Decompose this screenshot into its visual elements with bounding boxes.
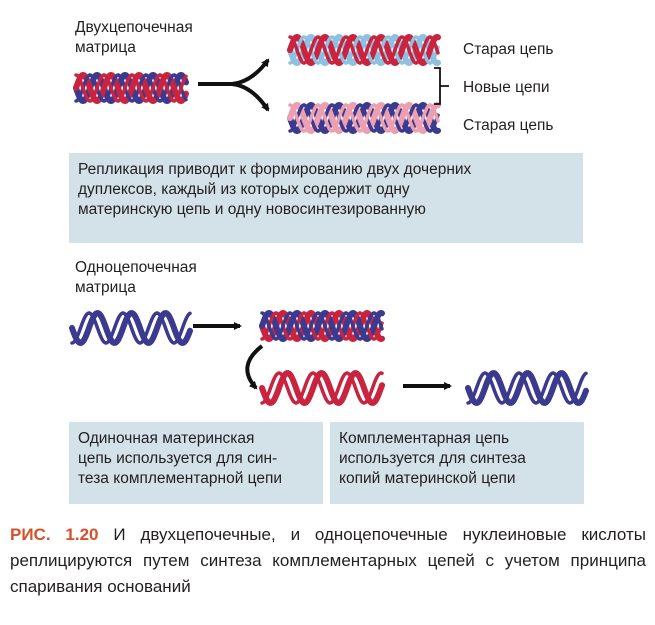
ss-duplex-helix-strand-b2 [260, 311, 384, 341]
old-strand-label-bottom: Старая цепь [463, 117, 554, 134]
new-strands-bracket [434, 67, 449, 105]
figure-caption: РИС. 1.20 И двухцепочечные, и одноцепоче… [10, 522, 646, 600]
caption-text: И двухцепочечные, и одноцепочечные нукле… [10, 525, 646, 596]
figure-number: РИС. 1.20 [10, 525, 99, 544]
replication-explanation-box: Репликация приводит к формированию двух … [69, 153, 583, 243]
complement-strand [259, 370, 385, 406]
ss-template-strand-shade [70, 311, 192, 345]
new-strands-label: Новые цепи [463, 79, 550, 96]
copy-strand [465, 370, 589, 406]
daughter-duplex-top-strand-a2 [288, 35, 440, 65]
copy-strand-shade [466, 371, 588, 405]
ds-to-complement-arrow [245, 344, 264, 390]
fork-down-arrow [231, 82, 270, 112]
fork-up-arrow [231, 58, 270, 86]
daughter-duplex-top-strand-b2 [288, 35, 440, 65]
ss-template-strand [69, 310, 193, 346]
old-strand-label-top: Старая цепь [463, 41, 554, 58]
single-strand-box: Одиночная материнская цепь используется … [69, 422, 323, 504]
ds-template-label: Двухцепочечная матрица [75, 19, 193, 56]
complement-strand-shade [260, 371, 384, 405]
daughter-duplex-bottom-strand-b2 [288, 103, 440, 133]
ss-duplex-helix-strand-a2 [260, 311, 384, 341]
ss-template-label: Одноцепочечная матрица [75, 259, 197, 296]
daughter-duplex-bottom-strand-a2 [288, 103, 440, 133]
complementary-strand-box: Комплементарная цепь используется для си… [330, 422, 584, 504]
ds-template-helix-strand-b2 [74, 73, 188, 103]
